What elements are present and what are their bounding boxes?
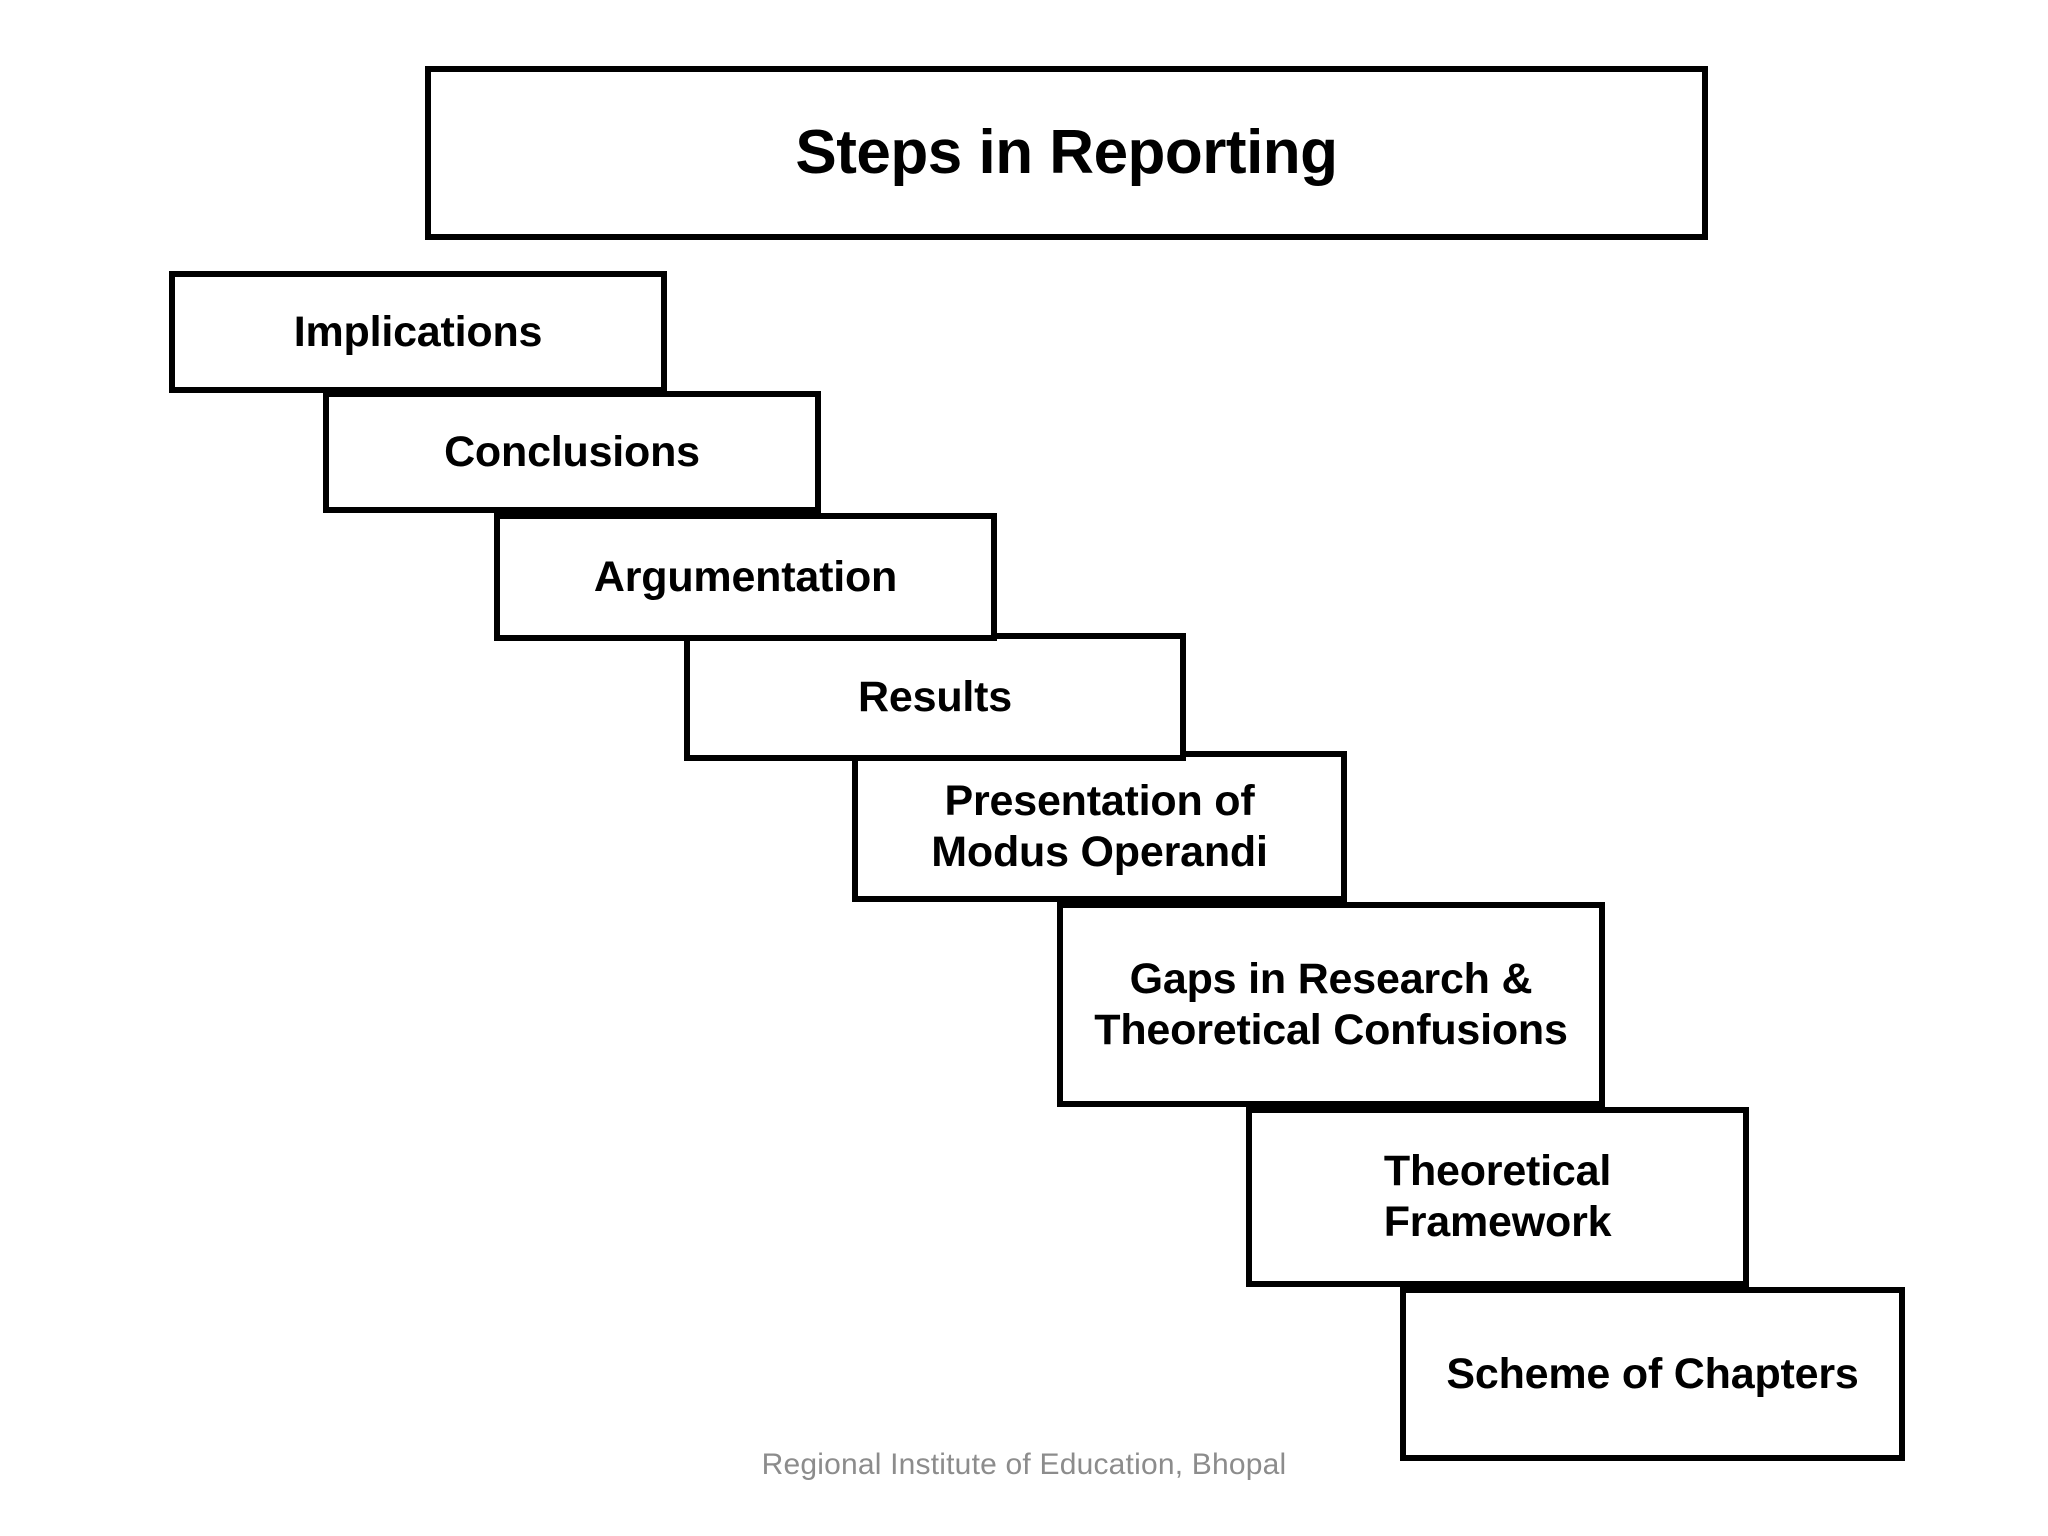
step-label: Results <box>858 672 1012 721</box>
step-label: Presentation of Modus Operandi <box>931 776 1268 876</box>
step-label: Gaps in Research & Theoretical Confusion… <box>1094 954 1568 1054</box>
step-label: Theoretical Framework <box>1383 1147 1612 1246</box>
page-title: Steps in Reporting <box>795 117 1338 187</box>
step-label: Argumentation <box>593 552 898 601</box>
step-box-implications[interactable]: Implications <box>169 271 667 393</box>
step-box-scheme-of-chapters[interactable]: Scheme of Chapters <box>1400 1287 1905 1461</box>
step-label: Implications <box>293 307 543 356</box>
step-box-theoretical-framework[interactable]: Theoretical Framework <box>1246 1107 1749 1287</box>
title-box: Steps in Reporting <box>425 66 1708 240</box>
footer-credit: Regional Institute of Education, Bhopal <box>761 1448 1287 1481</box>
step-label: Conclusions <box>444 427 700 476</box>
step-label: Scheme of Chapters <box>1446 1349 1859 1398</box>
step-box-gaps-in-research-and-theoretical-confusions[interactable]: Gaps in Research & Theoretical Confusion… <box>1057 902 1605 1107</box>
step-box-conclusions[interactable]: Conclusions <box>323 391 821 513</box>
step-box-argumentation[interactable]: Argumentation <box>494 513 997 641</box>
step-box-results[interactable]: Results <box>684 633 1186 761</box>
step-box-presentation-of-modus-operandi[interactable]: Presentation of Modus Operandi <box>852 751 1347 902</box>
